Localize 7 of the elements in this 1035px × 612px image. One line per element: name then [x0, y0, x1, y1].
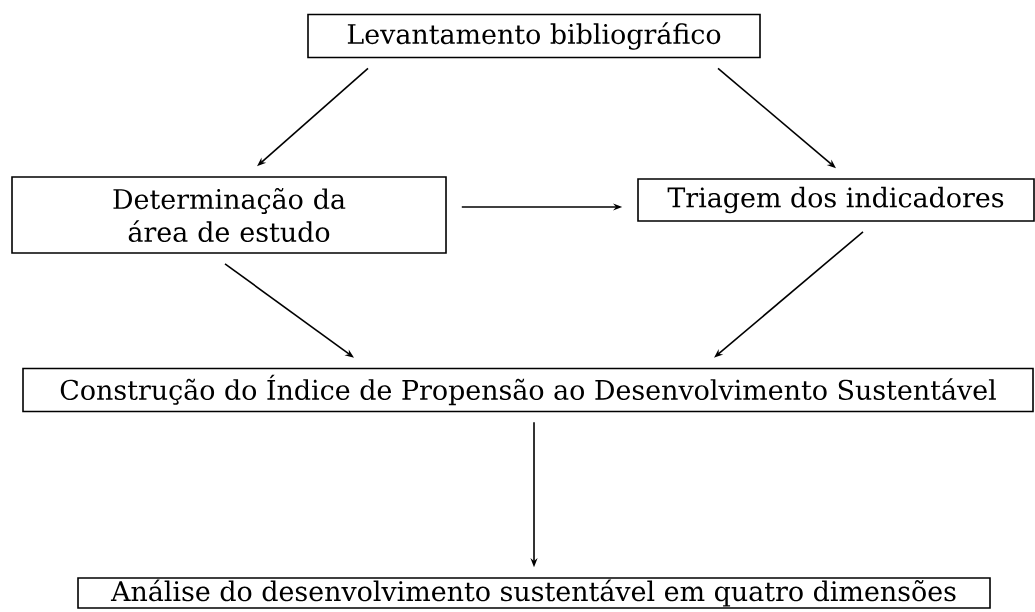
process-box: Análise do desenvolvimento sustentável em quatro dimensões	[77, 577, 991, 609]
process-box: Levantamento bibliográfico	[307, 13, 761, 59]
process-box: Triagem dos indicadores	[637, 178, 1035, 222]
process-box: Determinação da área de estudo	[11, 176, 447, 254]
arrow	[714, 231, 864, 358]
arrow	[224, 263, 354, 358]
process-box: Construção do Índice de Propensão ao Desenvolvimento Sustentável	[22, 367, 1034, 413]
